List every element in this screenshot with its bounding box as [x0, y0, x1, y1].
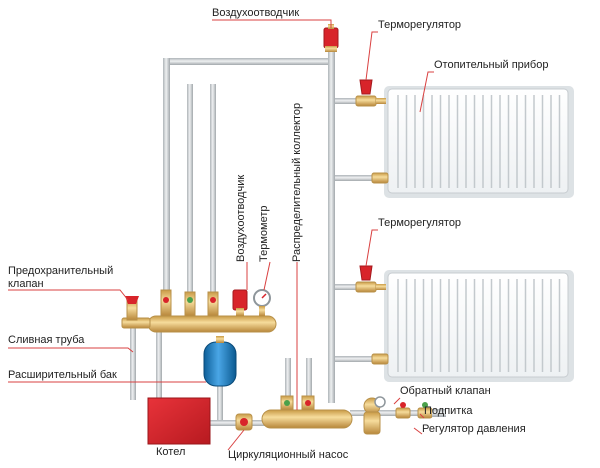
label-thermoregulator-lower: Терморегулятор	[378, 217, 461, 229]
pressure-gauge-icon	[374, 396, 386, 408]
label-circulation-pump: Циркуляционный насос	[228, 449, 349, 461]
label-boiler: Котел	[156, 446, 185, 458]
label-makeup: Подпитка	[424, 405, 473, 417]
pipe-rad2-supply	[335, 284, 365, 290]
collector-upper	[147, 289, 277, 333]
pipe-drain	[130, 300, 136, 400]
pipe-rad1-supply	[335, 98, 365, 104]
makeup-assembly	[363, 396, 446, 435]
labels: Воздухоотводчик Терморегулятор Отопитель…	[8, 7, 548, 461]
label-heating-device: Отопительный прибор	[434, 59, 548, 71]
pipe-rad2-return	[335, 356, 389, 362]
check-valve	[395, 407, 411, 419]
leader-lines	[8, 19, 434, 451]
radiator-upper	[384, 86, 574, 198]
thermoregulator-lower	[355, 265, 386, 293]
pipe-collector-boiler	[156, 330, 162, 398]
safety-valve	[121, 296, 151, 329]
label-collector: Распределительный коллектор	[291, 103, 303, 262]
collector-air-vent	[232, 289, 248, 311]
pipe-makeup	[350, 410, 440, 416]
radiator-lower-return-valve	[371, 353, 389, 365]
expansion-tank	[203, 336, 237, 387]
label-expansion-tank: Расширительный бак	[8, 369, 117, 381]
radiator-lower	[384, 270, 574, 382]
label-air-vent-vertical: Воздухоотводчик	[235, 175, 247, 262]
pipe-inner-2	[210, 84, 216, 294]
thermoregulator-upper	[355, 79, 386, 107]
pipe-rad1-return	[335, 175, 389, 181]
label-pressure-regulator: Регулятор давления	[422, 423, 526, 435]
label-air-vent-top: Воздухоотводчик	[212, 7, 299, 19]
pipe-pump-2	[306, 358, 312, 410]
radiator-upper-return-valve	[371, 172, 389, 184]
pipe-left-riser	[163, 58, 170, 316]
boiler	[147, 397, 211, 445]
label-thermometer: Термометр	[258, 206, 270, 263]
label-drain-pipe: Сливная труба	[8, 334, 85, 346]
pipe-pump-1	[285, 358, 291, 410]
air-vent-top	[323, 24, 339, 52]
pipe-main-riser	[328, 48, 335, 403]
pipe-top	[164, 58, 334, 65]
pipe-inner-1	[187, 84, 193, 294]
label-safety-valve-1: Предохранительный	[8, 265, 113, 277]
label-safety-valve-2: клапан	[8, 278, 44, 290]
label-check-valve: Обратный клапан	[400, 385, 491, 397]
label-thermoregulator-upper: Терморегулятор	[378, 19, 461, 31]
pipe-tank	[217, 383, 223, 423]
collector-lower	[235, 395, 353, 431]
